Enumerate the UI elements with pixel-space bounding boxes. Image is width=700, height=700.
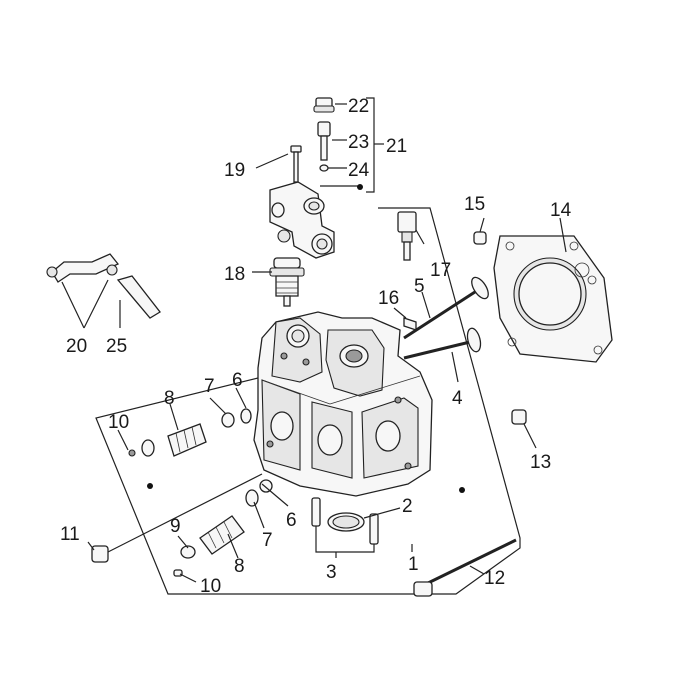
callout-17: 17 (430, 260, 451, 281)
callout-7-lower: 7 (262, 530, 273, 551)
callout-14: 14 (550, 200, 572, 221)
sensor-stem-23 (317, 121, 331, 161)
assembly-boundary (95, 207, 521, 595)
callout-3: 3 (326, 562, 337, 583)
temperature-sensor-17 (397, 211, 417, 261)
lower-valve-train (173, 479, 273, 577)
dowel-13 (511, 409, 527, 425)
callout-23: 23 (348, 132, 369, 153)
callout-5: 5 (414, 276, 425, 297)
valve-5 (403, 276, 489, 340)
reference-dots (147, 184, 465, 493)
bolt-19 (290, 145, 302, 183)
stud-16 (403, 317, 417, 331)
head-bolt-12 (413, 538, 517, 597)
callout-18: 18 (224, 264, 245, 285)
dowel-15 (473, 231, 487, 245)
head-gasket-14 (493, 235, 613, 363)
callout-19: 19 (224, 160, 245, 181)
callout-25: 25 (106, 336, 127, 357)
cylinder-head (253, 311, 433, 497)
callout-1: 1 (408, 554, 419, 575)
valve-4 (403, 327, 482, 360)
callout-8-upper: 8 (164, 388, 175, 409)
callout-7-upper: 7 (204, 376, 215, 397)
callout-24: 24 (348, 160, 370, 181)
callout-10-lower: 10 (200, 576, 221, 597)
callout-11: 11 (60, 524, 80, 545)
bracket-21 (366, 97, 375, 193)
washer-24 (319, 164, 329, 172)
callout-9: 9 (170, 516, 181, 537)
callout-16: 16 (378, 288, 399, 309)
o-ring-2 (327, 512, 365, 532)
callout-22: 22 (348, 96, 369, 117)
callout-6-lower: 6 (286, 510, 297, 531)
callout-8-lower: 8 (234, 556, 245, 577)
callout-21: 21 (386, 136, 407, 157)
callout-13: 13 (530, 452, 551, 473)
callout-15: 15 (464, 194, 485, 215)
plug-11 (91, 545, 109, 563)
hose-assembly (46, 253, 161, 319)
leader-lines (61, 103, 567, 583)
callout-12: 12 (484, 568, 505, 589)
callout-2: 2 (402, 496, 413, 517)
upper-valve-train (128, 408, 252, 457)
cap-22 (313, 97, 335, 113)
thermostat-housing (269, 181, 335, 259)
callout-6-upper: 6 (232, 370, 243, 391)
callout-10-upper: 10 (108, 412, 129, 433)
thermostat-18 (269, 257, 305, 307)
callout-20: 20 (66, 336, 87, 357)
callout-4: 4 (452, 388, 463, 409)
